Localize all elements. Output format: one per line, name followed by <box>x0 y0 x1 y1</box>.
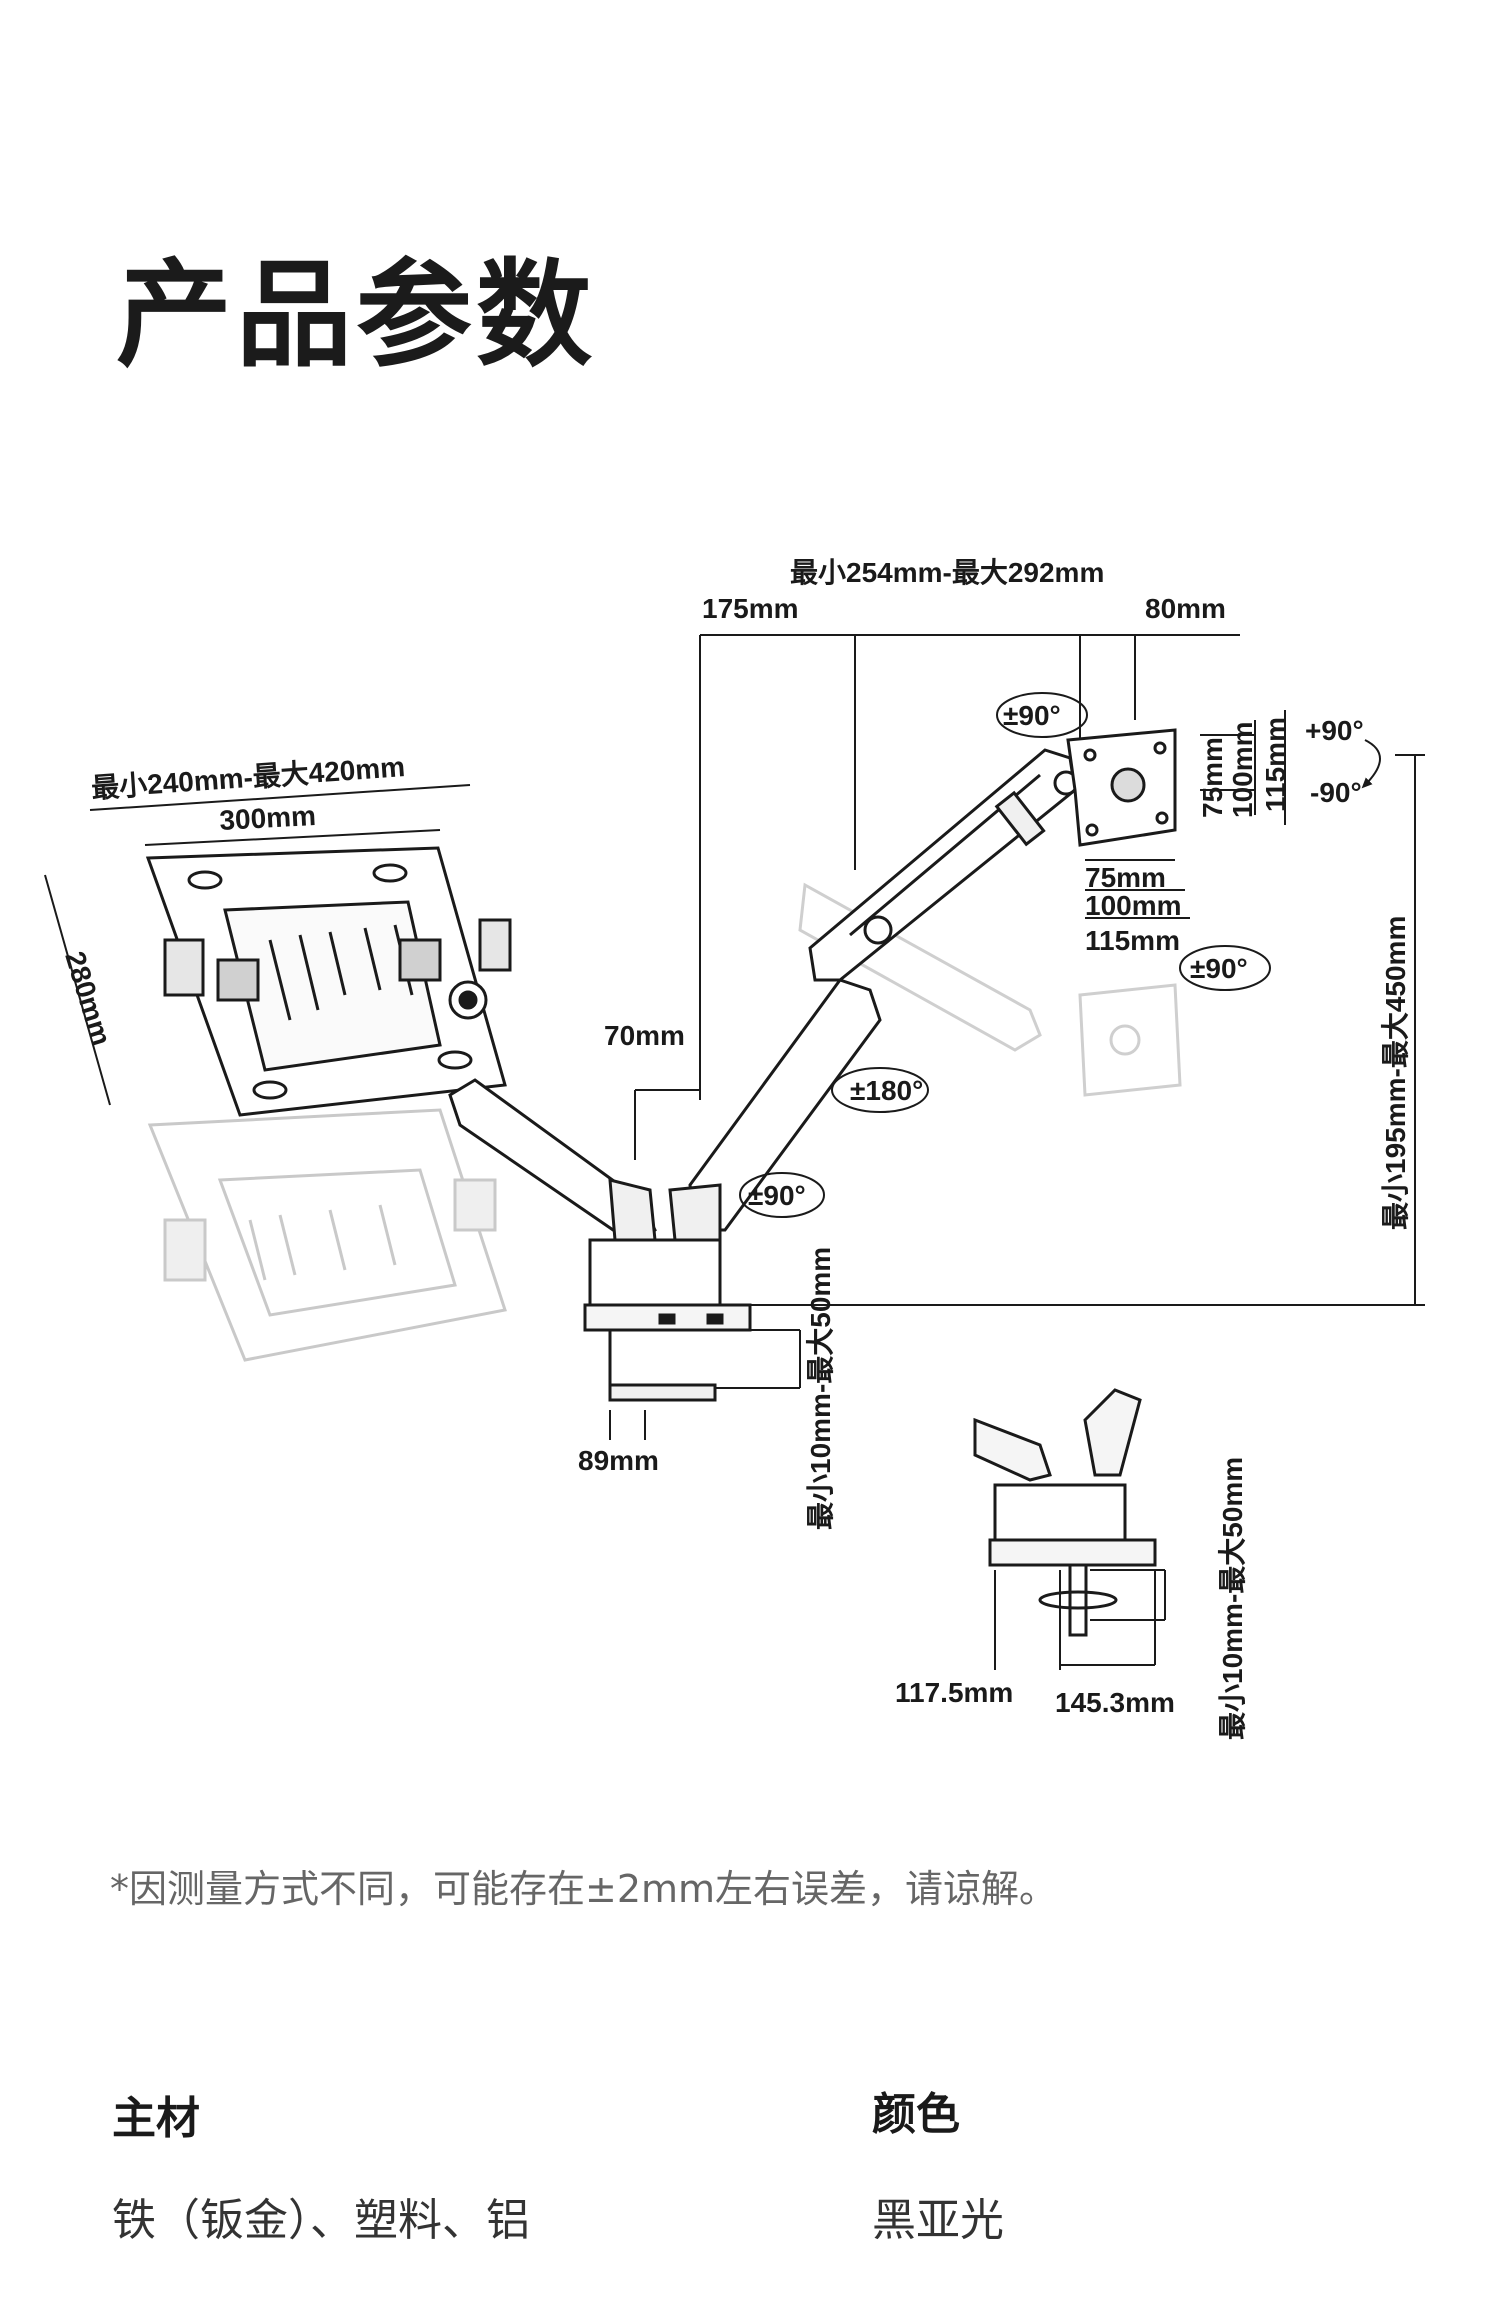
label-tray-width: 300mm <box>219 800 317 836</box>
label-tray-depth: 280mm <box>59 948 117 1049</box>
label-arm-offset: 175mm <box>702 593 799 624</box>
ghost-upper-arm <box>798 882 1182 1097</box>
label-grommet-range: 最小10mm-最大50mm <box>1217 1457 1248 1740</box>
vesa-plate <box>1066 728 1177 847</box>
label-height-range: 最小195mm-最大450mm <box>1380 916 1411 1230</box>
label-vesa-h115: 115mm <box>1085 925 1180 956</box>
label-base-w1: 117.5mm <box>895 1677 1013 1708</box>
label-base-w2: 145.3mm <box>1055 1687 1175 1718</box>
label-tilt-top: ±90° <box>1003 700 1061 731</box>
measurement-note: *因测量方式不同，可能存在±2mm左右误差，请谅解。 <box>110 1867 1058 1911</box>
spec-material-value: 铁（钣金）、塑料、铝 <box>112 2195 530 2246</box>
product-dimension-diagram: 最小254mm-最大292mm 175mm 80mm ±90° +90° -90… <box>0 540 1500 1780</box>
label-arm-reach: 最小254mm-最大292mm <box>790 557 1104 588</box>
right-upper-arm <box>808 748 1079 982</box>
ghost-laptop-tray <box>147 1108 507 1362</box>
dimension-lines <box>44 634 1425 1670</box>
label-rotate-minus: -90° <box>1310 777 1362 808</box>
label-clamp-range: 最小10mm-最大50mm <box>805 1247 836 1530</box>
label-head-depth: 80mm <box>1145 593 1226 624</box>
left-arm <box>448 1078 657 1247</box>
dimension-drawing: 最小254mm-最大292mm 175mm 80mm ±90° +90° -90… <box>44 557 1425 1740</box>
page-title: 产品参数 <box>116 248 596 383</box>
spec-color-value: 黑亚光 <box>872 2195 1004 2246</box>
label-vesa-h100: 100mm <box>1085 890 1182 921</box>
label-base-rotate: ±90° <box>748 1180 806 1211</box>
laptop-tray <box>145 846 512 1117</box>
label-clamp-depth: 89mm <box>578 1445 659 1476</box>
clamp-base <box>583 1238 752 1402</box>
label-vesa-v115: 115mm <box>1260 717 1291 812</box>
grommet-base <box>973 1388 1157 1637</box>
label-vesa-v100: 100mm <box>1227 721 1258 818</box>
label-vesa-v75: 75mm <box>1197 737 1228 818</box>
label-arm-rotate: ±180° <box>850 1075 923 1106</box>
label-rotate-plus: +90° <box>1305 715 1364 746</box>
spec-color-label: 颜色 <box>872 2089 960 2140</box>
label-swivel-head: ±90° <box>1190 953 1248 984</box>
label-vesa-h75: 75mm <box>1085 862 1166 893</box>
rotation-arcs <box>739 692 1381 1218</box>
label-tray-range: 最小240mm-最大420mm <box>90 751 406 804</box>
spec-material-label: 主材 <box>112 2093 200 2144</box>
label-pole-offset: 70mm <box>604 1020 685 1051</box>
